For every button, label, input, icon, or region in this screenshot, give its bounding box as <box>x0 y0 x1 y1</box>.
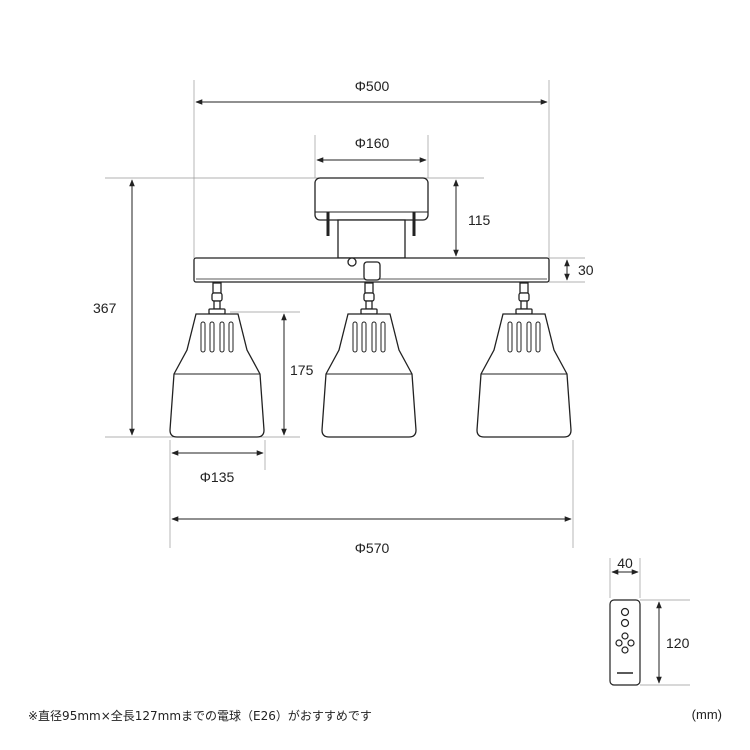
label-total-height: 367 <box>93 300 117 316</box>
center-knob <box>363 261 381 281</box>
remote-button-left-icon <box>615 639 623 647</box>
remote-button-down-icon <box>621 646 629 654</box>
shades <box>169 282 572 438</box>
dimension-lines <box>129 99 662 684</box>
fixture <box>193 177 550 283</box>
shade-3 <box>476 282 572 438</box>
label-canopy-height: 115 <box>468 212 491 228</box>
remote-button-up-icon <box>621 632 629 640</box>
shade-2 <box>321 282 417 438</box>
shade-1 <box>169 282 265 438</box>
remote-button-second-icon <box>620 618 630 628</box>
label-overall-width: Φ570 <box>355 540 390 556</box>
label-shade-width: Φ135 <box>200 469 235 485</box>
label-shade-height: 175 <box>290 362 314 378</box>
label-bar-height: 30 <box>578 262 594 278</box>
bar-screw <box>347 257 357 267</box>
footnote: ※直径95mm×全長127mmまでの電球（E26）がおすすめです <box>28 709 372 723</box>
canopy <box>314 177 429 221</box>
unit-label: (mm) <box>691 707 722 722</box>
label-remote-width: 40 <box>617 555 633 571</box>
canopy-body <box>337 219 406 259</box>
label-canopy-width: Φ160 <box>355 135 390 151</box>
label-remote-height: 120 <box>666 635 690 651</box>
remote-button-right-icon <box>627 639 635 647</box>
label-bar-width: Φ500 <box>355 78 390 94</box>
remote-body <box>609 599 641 686</box>
remote-button-top-icon <box>620 607 630 617</box>
remote-control <box>609 599 641 686</box>
